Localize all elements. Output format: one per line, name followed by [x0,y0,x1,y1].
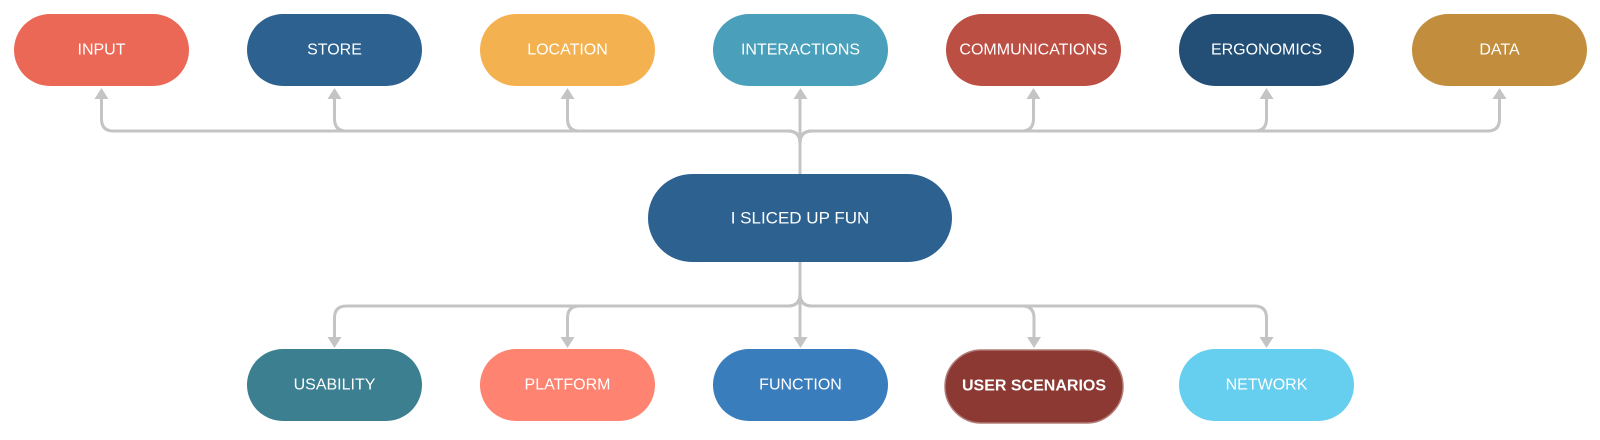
arrowhead [1492,88,1507,99]
node-label: INPUT [78,42,126,59]
connector-line [566,260,802,339]
node-shape [946,14,1121,86]
connector-line [798,260,1268,339]
top-node-communications[interactable]: COMMUNICATIONS [946,14,1121,86]
node-shape [713,349,888,421]
center-node-label: I SLICED UP FUN [731,209,870,228]
connector-line [798,97,1035,176]
arrowhead [560,88,575,99]
arrowhead [1259,337,1274,348]
arrowhead [1026,88,1041,99]
bottom-node-usability[interactable]: USABILITY [247,349,422,421]
top-node-store[interactable]: STORE [247,14,422,86]
connector-line [566,97,802,176]
top-node-input[interactable]: INPUT [14,14,189,86]
node-label: NETWORK [1226,377,1308,394]
node-label: FUNCTION [759,377,842,394]
connector-lines [94,88,1507,348]
node-label: LOCATION [527,42,608,59]
connector-line [798,97,1501,176]
node-label: INTERACTIONS [741,42,860,59]
center-node[interactable]: I SLICED UP FUN [648,174,952,262]
node-label: DATA [1479,42,1520,59]
node-shape [1179,14,1354,86]
bottom-node-user-scenarios[interactable]: USER SCENARIOS [944,349,1124,424]
arrowhead [560,337,575,348]
node-shape [1412,14,1587,86]
node-shape [14,14,189,86]
node-label: STORE [307,42,362,59]
bottom-node-function[interactable]: FUNCTION [713,349,888,421]
node-label: PLATFORM [525,377,611,394]
node-shape [713,14,888,86]
top-node-data[interactable]: DATA [1412,14,1587,86]
node-shape [480,14,655,86]
arrowhead [1027,337,1041,348]
center-node-shape [648,174,952,262]
arrowhead [327,337,342,348]
node-label: USABILITY [294,377,376,394]
node-shape [247,349,422,421]
arrowhead [793,337,808,348]
arrowhead [1259,88,1274,99]
node-label: USER SCENARIOS [962,378,1106,395]
bottom-node-network[interactable]: NETWORK [1179,349,1354,421]
node-label: COMMUNICATIONS [959,42,1107,59]
top-node-location[interactable]: LOCATION [480,14,655,86]
node-shape [480,349,655,421]
arrowhead [327,88,342,99]
bottom-node-platform[interactable]: PLATFORM [480,349,655,421]
node-label: ERGONOMICS [1211,42,1322,59]
arrowhead [793,88,808,99]
top-node-interactions[interactable]: INTERACTIONS [713,14,888,86]
connector-line [100,97,802,176]
node-shape [944,349,1124,424]
node-shape [247,14,422,86]
node-shape [1179,349,1354,421]
connector-line [798,260,1036,339]
top-node-ergonomics[interactable]: ERGONOMICS [1179,14,1354,86]
arrowhead [94,88,109,99]
